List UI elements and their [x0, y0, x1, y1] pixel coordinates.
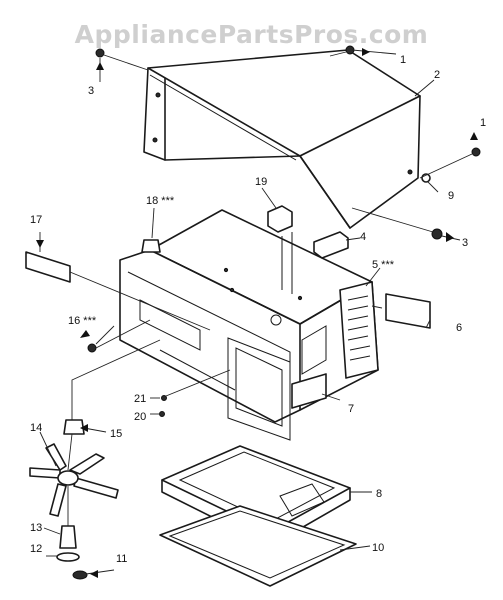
callout-20: 20: [134, 411, 146, 423]
small-fasteners: [71, 239, 231, 428]
callout-18: 18 ***: [146, 195, 175, 207]
callout-9: 9: [448, 190, 454, 202]
callout-5: 5 ***: [372, 259, 395, 271]
callout-15: 15: [110, 428, 122, 440]
inner-chassis: [119, 209, 379, 441]
callout-6: 6: [456, 322, 462, 334]
outer-cabinet: [143, 49, 421, 229]
brackets: [267, 205, 349, 294]
callout-1b: 1: [480, 117, 486, 129]
callout-17: 17: [30, 214, 42, 226]
callout-labels: 1 1 2 3 3 4 5 *** 6 7 8 9 10 11 12 13 14…: [30, 54, 486, 565]
callout-10: 10: [372, 542, 384, 554]
base-plate: [159, 505, 357, 587]
arrowheads: [36, 48, 478, 578]
callout-7: 7: [348, 403, 354, 415]
watermark: AppliancePartsPros.com: [74, 20, 429, 49]
callout-13: 13: [30, 522, 42, 534]
callout-19: 19: [255, 176, 267, 188]
callout-2: 2: [434, 69, 440, 81]
callout-11: 11: [116, 553, 127, 565]
callout-8: 8: [376, 488, 382, 500]
turntable-support: [29, 433, 119, 517]
callout-4: 4: [360, 231, 366, 243]
callout-leaders: [39, 49, 461, 575]
callout-1a: 1: [400, 54, 406, 66]
roller-stack: [56, 486, 88, 580]
callout-3b: 3: [462, 237, 468, 249]
callout-14: 14: [30, 422, 42, 434]
callout-3a: 3: [88, 85, 94, 97]
callout-21: 21: [134, 393, 146, 405]
callout-12: 12: [30, 543, 42, 555]
side-panels: [25, 251, 431, 409]
callout-16: 16 ***: [68, 315, 97, 327]
turntable-coupler: [63, 419, 85, 435]
